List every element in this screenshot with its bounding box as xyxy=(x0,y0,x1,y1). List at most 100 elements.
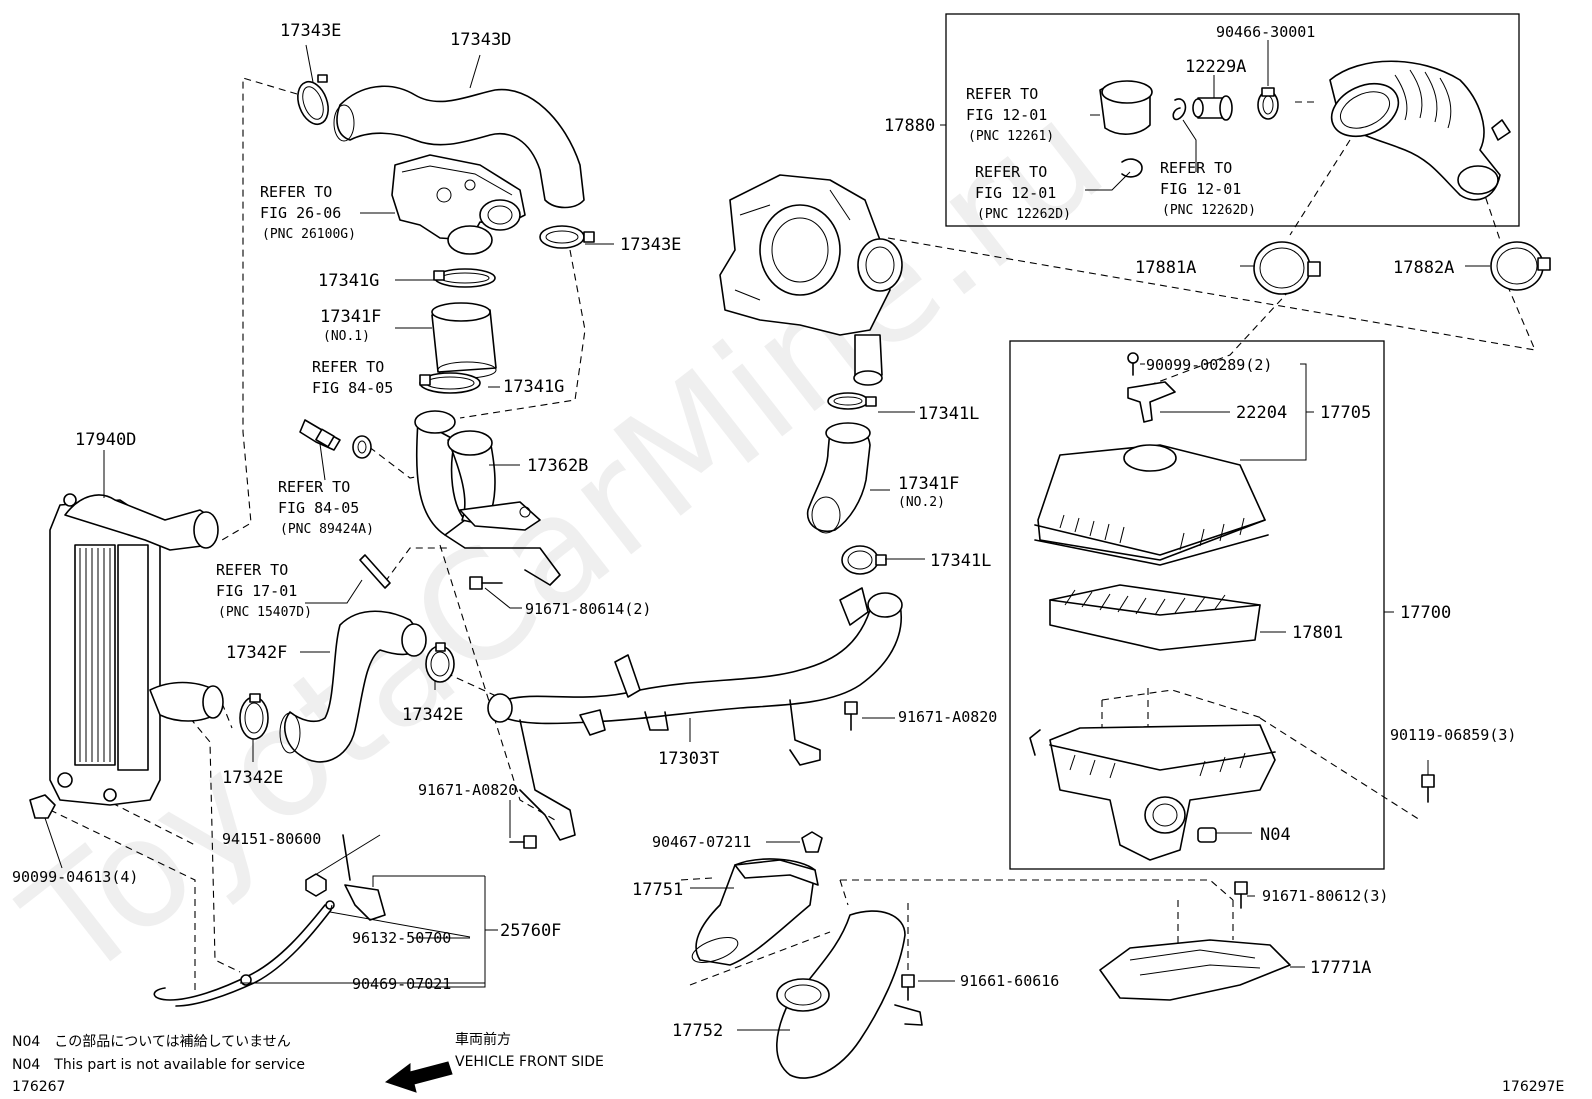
svg-text:REFER TO: REFER TO xyxy=(966,85,1038,103)
hose-17342F-icon xyxy=(279,610,427,763)
label-90467-07211: 90467-07211 xyxy=(652,833,751,851)
label-90119-06859: 90119-06859(3) xyxy=(1390,726,1516,744)
label-17940D: 17940D xyxy=(75,430,136,450)
label-22204: 22204 xyxy=(1236,403,1287,423)
leader-lines xyxy=(44,40,1490,1031)
vacuum-hose-25760F-icon xyxy=(153,834,386,1007)
label-17341L-top: 17341L xyxy=(918,404,979,424)
intake-hose-17880-icon xyxy=(1329,60,1511,201)
label-17341F-no1-sub: (NO.1) xyxy=(323,329,370,344)
label-17341F-no2-sub: (NO.2) xyxy=(898,495,945,510)
clamp-17881A-icon xyxy=(1253,241,1321,295)
label-17341F-no2: 17341F xyxy=(898,474,959,494)
svg-text:REFER TO: REFER TO xyxy=(278,478,350,496)
intake-hose-subassembly-box xyxy=(945,13,1520,227)
label-17801: 17801 xyxy=(1292,623,1343,643)
label-91671-80614: 91671-80614(2) xyxy=(525,600,651,618)
svg-text:FIG 84-05: FIG 84-05 xyxy=(312,379,393,397)
clamp-17341L-bottom-icon xyxy=(841,545,887,575)
filter-element-17801-icon xyxy=(1049,584,1261,651)
footer-notes: N04 この部品については補給していません N04 This part is n… xyxy=(12,1031,1564,1095)
label-90099-00289: 90099-00289(2) xyxy=(1146,356,1272,374)
label-17343E-mid: 17343E xyxy=(620,235,681,255)
clamp-17342E-left-icon xyxy=(239,693,269,740)
label-17705: 17705 xyxy=(1320,403,1371,423)
valve-12229A-icon xyxy=(1192,95,1233,121)
throttle-body-icon xyxy=(391,154,526,255)
vehicle-front-japanese: 車両前方 xyxy=(455,1031,511,1048)
nut-94151-80600-icon xyxy=(305,873,327,897)
note-n04-english: N04 This part is not available for servi… xyxy=(12,1057,305,1073)
intercooler-17940D-icon xyxy=(49,493,224,806)
ref-fig-84-05-a: REFER TO FIG 84-05 xyxy=(312,358,393,397)
label-25760F: 25760F xyxy=(500,921,561,941)
svg-text:FIG 12-01: FIG 12-01 xyxy=(975,184,1056,202)
label-17343E-top: 17343E xyxy=(280,21,341,41)
label-17341G-top: 17341G xyxy=(318,271,379,291)
sensor-icon xyxy=(299,419,341,451)
grommet-N04-icon xyxy=(1197,827,1217,843)
tube-15407D-icon xyxy=(359,554,391,589)
svg-text:FIG 84-05: FIG 84-05 xyxy=(278,499,359,517)
label-17882A: 17882A xyxy=(1393,258,1454,278)
bolt-90119-06859-icon xyxy=(1421,774,1435,803)
assembly-lines xyxy=(49,77,1536,1001)
svg-text:(PNC 15407D): (PNC 15407D) xyxy=(218,605,312,620)
svg-text:FIG 17-01: FIG 17-01 xyxy=(216,582,297,600)
svg-text:FIG 26-06: FIG 26-06 xyxy=(260,204,341,222)
label-17881A: 17881A xyxy=(1135,258,1196,278)
label-91671-A0820-right: 91671-A0820 xyxy=(898,708,997,726)
svg-text:(PNC 12261): (PNC 12261) xyxy=(968,129,1054,144)
clip-12262D-icon xyxy=(1121,98,1187,178)
label-17700: 17700 xyxy=(1400,603,1451,623)
clamp-17343E-top-icon xyxy=(297,74,329,126)
bolt-90099-04613-icon xyxy=(29,794,56,819)
vehicle-front-english: VEHICLE FRONT SIDE xyxy=(455,1054,604,1070)
duct-17751-icon xyxy=(691,858,819,966)
ref-fig-12-01-c: REFER TO FIG 12-01 (PNC 12262D) xyxy=(1160,159,1256,218)
pipe-17362B-icon xyxy=(414,410,561,586)
clamp-17342E-right-icon xyxy=(425,642,455,683)
svg-text:(PNC 26100G): (PNC 26100G) xyxy=(262,227,356,242)
label-17341G-bottom: 17341G xyxy=(503,377,564,397)
pipe-12261-icon xyxy=(1099,80,1153,135)
duct-17752-icon xyxy=(776,910,923,1079)
svg-text:FIG 12-01: FIG 12-01 xyxy=(1160,180,1241,198)
label-96132-50700: 96132-50700 xyxy=(352,929,451,947)
label-N04: N04 xyxy=(1260,825,1291,845)
label-17343D: 17343D xyxy=(450,30,511,50)
svg-text:(PNC 12262D): (PNC 12262D) xyxy=(1162,203,1256,218)
vehicle-front-arrow-icon xyxy=(384,1061,453,1093)
label-90466-30001: 90466-30001 xyxy=(1216,23,1315,41)
label-17341L-bottom: 17341L xyxy=(930,551,991,571)
note-n04-japanese: N04 この部品については補給していません xyxy=(12,1034,291,1050)
air-cleaner-cap-17705-icon xyxy=(1034,444,1269,566)
bolt-91661-60616-icon xyxy=(901,974,915,1001)
hose-17341F-no1-icon xyxy=(431,302,497,379)
bolt-91671-80614-icon xyxy=(469,576,503,590)
label-91661-60616: 91661-60616 xyxy=(960,972,1059,990)
label-17771A: 17771A xyxy=(1310,958,1371,978)
label-17342F: 17342F xyxy=(226,643,287,663)
pipe-17303T-icon xyxy=(487,587,903,841)
svg-text:REFER TO: REFER TO xyxy=(216,561,288,579)
label-17342E-right: 17342E xyxy=(402,705,463,725)
label-91671-A0820-left: 91671-A0820 xyxy=(418,781,517,799)
ref-fig-12-01-b: REFER TO FIG 12-01 (PNC 12262D) xyxy=(975,163,1071,222)
label-17880: 17880 xyxy=(884,116,935,136)
bolt-91671-A0820-right-icon xyxy=(844,701,858,731)
gasket-icon xyxy=(352,435,372,459)
clip-90467-07211-icon xyxy=(801,831,823,853)
bolt-91671-80612-icon xyxy=(1234,881,1248,909)
label-90469-07021: 90469-07021 xyxy=(352,975,451,993)
label-17751: 17751 xyxy=(632,880,683,900)
ref-fig-84-05-b: REFER TO FIG 84-05 (PNC 89424A) xyxy=(278,478,374,537)
clamp-17343E-mid-icon xyxy=(539,225,595,249)
label-91671-80612: 91671-80612(3) xyxy=(1262,887,1388,905)
clamp-17341G-top-icon xyxy=(433,268,496,288)
svg-text:REFER TO: REFER TO xyxy=(260,183,332,201)
label-94151-80600: 94151-80600 xyxy=(222,830,321,848)
figure-code-left: 176267 xyxy=(12,1079,65,1095)
clamp-17341G-bottom-icon xyxy=(419,372,481,394)
